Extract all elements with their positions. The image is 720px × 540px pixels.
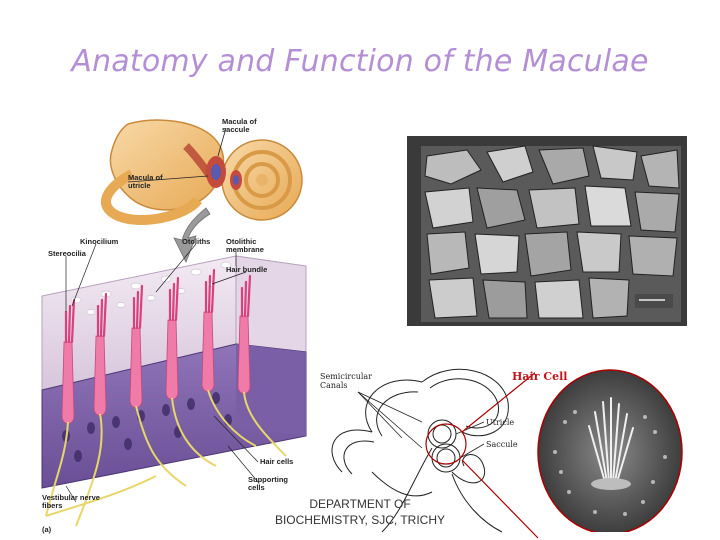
macula-anatomy-diagram: Macula of saccule Macula of utricle Kino…: [36, 116, 308, 540]
label-vestibular-nerve: Vestibular nerve fibers: [42, 493, 100, 510]
footer-line-2: BIOCHEMISTRY, SJC, TRICHY: [274, 513, 446, 527]
down-arrow-icon: [173, 207, 211, 263]
macula-illustration: [41, 119, 307, 527]
label-supporting-cells: Supporting cells: [248, 475, 288, 492]
otoconia-micrograph: [407, 136, 687, 326]
label-hair-cells: Hair cells: [260, 457, 294, 466]
labyrinth-diagram: Semicircular Canals Utricle Saccule: [312, 362, 540, 540]
otoconia-photo: [407, 136, 687, 326]
label-saccule: Saccule: [486, 440, 518, 449]
macula-cross-section: [41, 255, 307, 527]
label-panel-a: (a): [42, 525, 52, 534]
label-macula-utricle: Macula of utricle: [128, 173, 163, 190]
label-stereocilia: Stereocilia: [48, 249, 86, 258]
label-kinocilium: Kinocilium: [80, 237, 119, 246]
label-utricle: Utricle: [486, 418, 515, 427]
hair-cell-micrograph: [535, 362, 685, 535]
label-hair-cell: Hair Cell: [512, 370, 568, 383]
labyrinth-drawing: [331, 368, 539, 539]
label-otolithic-membrane: Otolithic membrane: [226, 237, 264, 254]
label-hair-bundle: Hair bundle: [226, 265, 268, 274]
footer-line-1: DEPARTMENT OF: [309, 497, 411, 511]
label-otoliths: Otoliths: [182, 237, 211, 246]
label-macula-saccule: Macula of saccule: [222, 117, 257, 134]
hair-cell-photo: [535, 362, 685, 535]
slide-title: Anatomy and Function of the Maculae: [71, 44, 649, 79]
slide-footer: DEPARTMENT OF BIOCHEMISTRY, SJC, TRICHY: [250, 496, 470, 528]
inner-ear-drawing: [101, 119, 303, 225]
label-semicircular-canals: Semicircular Canals: [320, 372, 373, 390]
